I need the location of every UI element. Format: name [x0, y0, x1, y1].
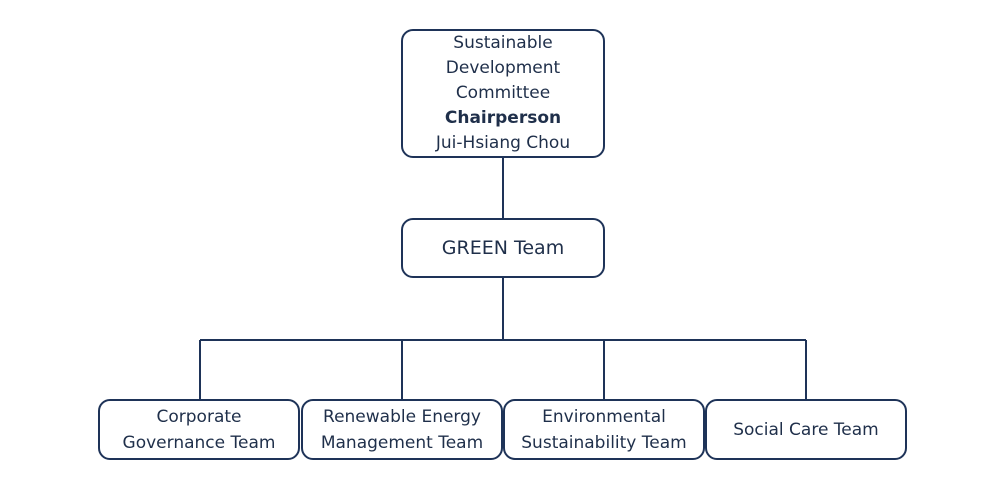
renewable-energy-team-node: Renewable Energy Management Team: [301, 399, 503, 460]
team-1-label-line-1: Corporate: [156, 406, 242, 427]
chairperson-name: Jui-Hsiang Chou: [435, 133, 571, 153]
social-care-team-node: Social Care Team: [705, 399, 907, 460]
corporate-governance-team-node: Corporate Governance Team: [98, 399, 300, 460]
team-2-label-line-2: Management Team: [320, 432, 484, 453]
team-2-label-line-1: Renewable Energy: [323, 406, 481, 427]
team-1-label-line-2: Governance Team: [122, 432, 276, 453]
environmental-sustainability-team-node: Environmental Sustainability Team: [503, 399, 705, 460]
committee-title-line-2: Development: [445, 58, 561, 78]
green-team-label: GREEN Team: [441, 236, 565, 259]
committee-chair-node: Sustainable Development Committee Chairp…: [401, 29, 605, 158]
team-3-label-line-1: Environmental: [542, 406, 666, 427]
team-4-label-line-1: Social Care Team: [733, 419, 879, 440]
green-team-node: GREEN Team: [401, 218, 605, 278]
team-3-label-line-2: Sustainability Team: [521, 432, 687, 453]
committee-title-line-3: Committee: [455, 83, 551, 103]
chairperson-role: Chairperson: [444, 108, 562, 128]
committee-title-line-1: Sustainable: [453, 33, 553, 53]
